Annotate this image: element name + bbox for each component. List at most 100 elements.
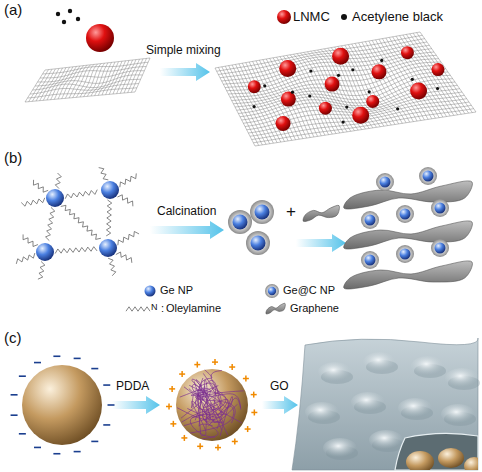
legend-lnmc-icon [277,10,291,24]
legend-text: Ge@C NP [283,284,335,296]
mesh-line [232,65,444,100]
mesh-line [230,62,441,97]
carbon-shell [228,210,252,234]
mesh-line [300,53,347,132]
oleylamine-chain [33,180,48,192]
panel-b-art [16,167,472,314]
wrapped-sphere-bump [323,438,357,458]
mesh-line [222,45,430,81]
lnmc-particle [352,107,369,124]
ge-core [268,287,276,295]
step-label: GO [270,380,289,393]
process-arrow [150,221,224,239]
negative-charge [91,368,98,370]
mesh-line [215,32,420,68]
ge-core [435,243,446,254]
positive-charge [215,445,221,451]
wrapped-sphere-bump [398,398,432,418]
lnmc-particle [319,102,332,115]
oleylamine-chain [108,258,116,276]
ge-core [423,171,434,182]
positive-charge [229,364,235,370]
lnmc-particle [86,24,114,52]
carbon-black-dot [263,84,266,87]
graphene-mesh [215,32,476,146]
lnmc-particle [371,64,386,79]
carbon-black-dot [342,120,345,123]
carbon-black-dot [56,12,60,16]
carbon-shell [265,284,279,298]
mesh-line [28,88,137,98]
negative-charge [91,441,98,443]
carbon-black-dot [396,107,399,110]
pdda-chain [199,370,212,435]
carbon-shell [419,167,437,185]
ge-nanoparticle [36,243,54,261]
ge-core [380,177,391,188]
positive-charge [170,421,176,427]
wrapped-sphere-bump [445,368,479,388]
mesh-line [43,62,149,74]
mesh-line [369,41,421,121]
process-arrow [262,396,298,414]
mesh-line [233,69,445,104]
panel-c-art [11,338,482,472]
negative-charge [34,447,41,449]
oleylamine-chain [55,247,97,254]
exposed-sphere [464,457,482,472]
lnmc-particle [410,83,427,100]
pdda-chain [189,388,241,409]
negative-charge [19,375,26,377]
mesh-line [87,63,104,96]
lnmc-particle [281,92,296,107]
graphene-sheet [344,221,473,249]
graphene-mesh [25,58,150,102]
carbon-black-dot [351,68,354,71]
mesh-line [297,54,343,133]
mesh-line [386,38,439,118]
lnmc-particle [431,63,444,76]
ge-core [365,215,376,226]
lnmc-particle [332,48,349,65]
carbon-shell [396,205,414,223]
mesh-line [250,102,469,136]
template-sphere [22,365,102,445]
ge-core [435,203,446,214]
carbon-black-dot [291,91,294,94]
negative-charge [34,362,41,364]
step-label: Calcination [157,205,216,218]
mesh-line [252,105,472,139]
oleylamine-chain [117,195,132,206]
carbon-black-dot [253,105,256,108]
wrapped-sphere-bump [411,356,445,376]
carbon-black-dot [380,59,383,62]
panel-letter: (a) [4,2,22,19]
ge-core [400,209,411,220]
amine-symbol: N [151,303,158,313]
positive-charge [197,443,203,449]
separator: : [161,302,164,314]
graphene-sheet [344,261,473,289]
oleylamine-chain [21,198,45,206]
carbon-shell [396,245,414,263]
negative-charge [19,433,26,435]
legend-text: LNMC [293,10,330,24]
legend-text: Graphene [290,302,339,314]
carbon-black-dot [62,20,66,24]
graphene-sheet [303,205,339,221]
process-arrow [296,234,346,252]
ge-nanoparticle [46,189,64,207]
positive-charge [251,409,257,415]
mesh-line [220,42,427,78]
legend-ge-icon [145,286,156,297]
process-arrow [112,396,160,414]
lnmc-particle [248,80,261,93]
carbon-shell [361,211,379,229]
oleylamine-chain [99,168,109,180]
lnmc-particle [366,95,379,108]
mesh-line [376,40,429,120]
legend-black-icon [341,14,347,20]
wrapped-sphere-bump [305,402,339,422]
positive-charge [212,359,218,365]
oleylamine-chain [106,200,112,236]
